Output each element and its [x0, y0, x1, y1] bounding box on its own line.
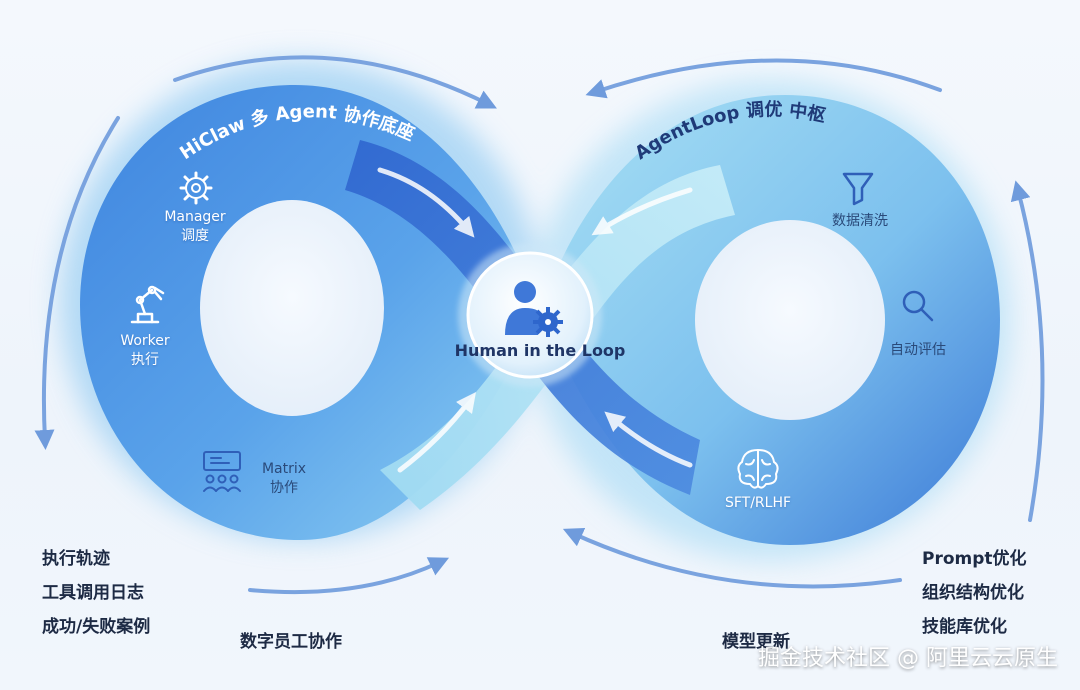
left-output-1: 执行轨迹	[42, 549, 110, 569]
flow-arrow-right-top	[591, 187, 693, 236]
bottom-left-label: 数字员工协作	[240, 632, 342, 652]
right-loop-hole	[695, 220, 885, 420]
right-output-1: Prompt优化	[922, 549, 1027, 569]
node-auto-eval-label: 自动评估	[890, 342, 946, 358]
node-data-cleaning: 数据清洗	[815, 212, 905, 231]
left-loop-hole	[200, 200, 384, 416]
node-worker-subtitle: 执行	[131, 352, 159, 368]
magnifier-icon	[902, 290, 934, 322]
gear-icon	[179, 171, 213, 205]
outer-arrow-left	[34, 116, 120, 450]
node-worker-title: Worker	[120, 333, 170, 349]
brain-icon	[737, 449, 779, 489]
node-manager: Manager 调度	[150, 208, 240, 246]
node-manager-title: Manager	[164, 209, 226, 225]
watermark: 掘金技术社区 @ 阿里云云原生	[758, 646, 1058, 671]
node-matrix-title: Matrix	[261, 461, 307, 477]
flow-arrow-left-bottom	[397, 392, 477, 473]
hub	[458, 243, 602, 387]
left-output-2: 工具调用日志	[42, 583, 144, 603]
flow-arrow-left-top	[377, 167, 475, 238]
robot-arm-icon	[130, 285, 165, 324]
matrix-team-icon	[203, 451, 241, 492]
node-data-cleaning-label: 数据清洗	[832, 213, 888, 229]
outer-arrow-bottom-left	[248, 557, 450, 595]
outer-arrow-top-left	[173, 55, 497, 109]
outer-arrow-right	[1010, 180, 1045, 522]
node-auto-eval: 自动评估	[873, 341, 963, 360]
right-output-3: 技能库优化	[922, 617, 1007, 637]
funnel-icon	[842, 172, 874, 206]
node-matrix: Matrix 协作	[239, 460, 329, 498]
outer-arrow-bottom-right	[562, 528, 902, 589]
node-worker: Worker 执行	[100, 332, 190, 370]
bottom-right-label: 模型更新	[722, 632, 790, 652]
node-sft-rlhf: SFT/RLHF	[713, 494, 803, 513]
flow-arrow-right-bottom	[604, 411, 693, 468]
outer-arrows	[34, 55, 1045, 595]
outer-arrow-top-right	[585, 58, 942, 99]
hub-title: Human in the Loop	[454, 341, 626, 360]
node-matrix-subtitle: 协作	[270, 480, 298, 496]
node-sft-rlhf-label: SFT/RLHF	[724, 495, 792, 511]
left-output-3: 成功/失败案例	[42, 617, 151, 637]
band-flow-arrows	[377, 167, 693, 473]
node-manager-subtitle: 调度	[181, 228, 209, 244]
right-output-2: 组织结构优化	[922, 583, 1024, 603]
user-gear-icon	[505, 281, 563, 337]
